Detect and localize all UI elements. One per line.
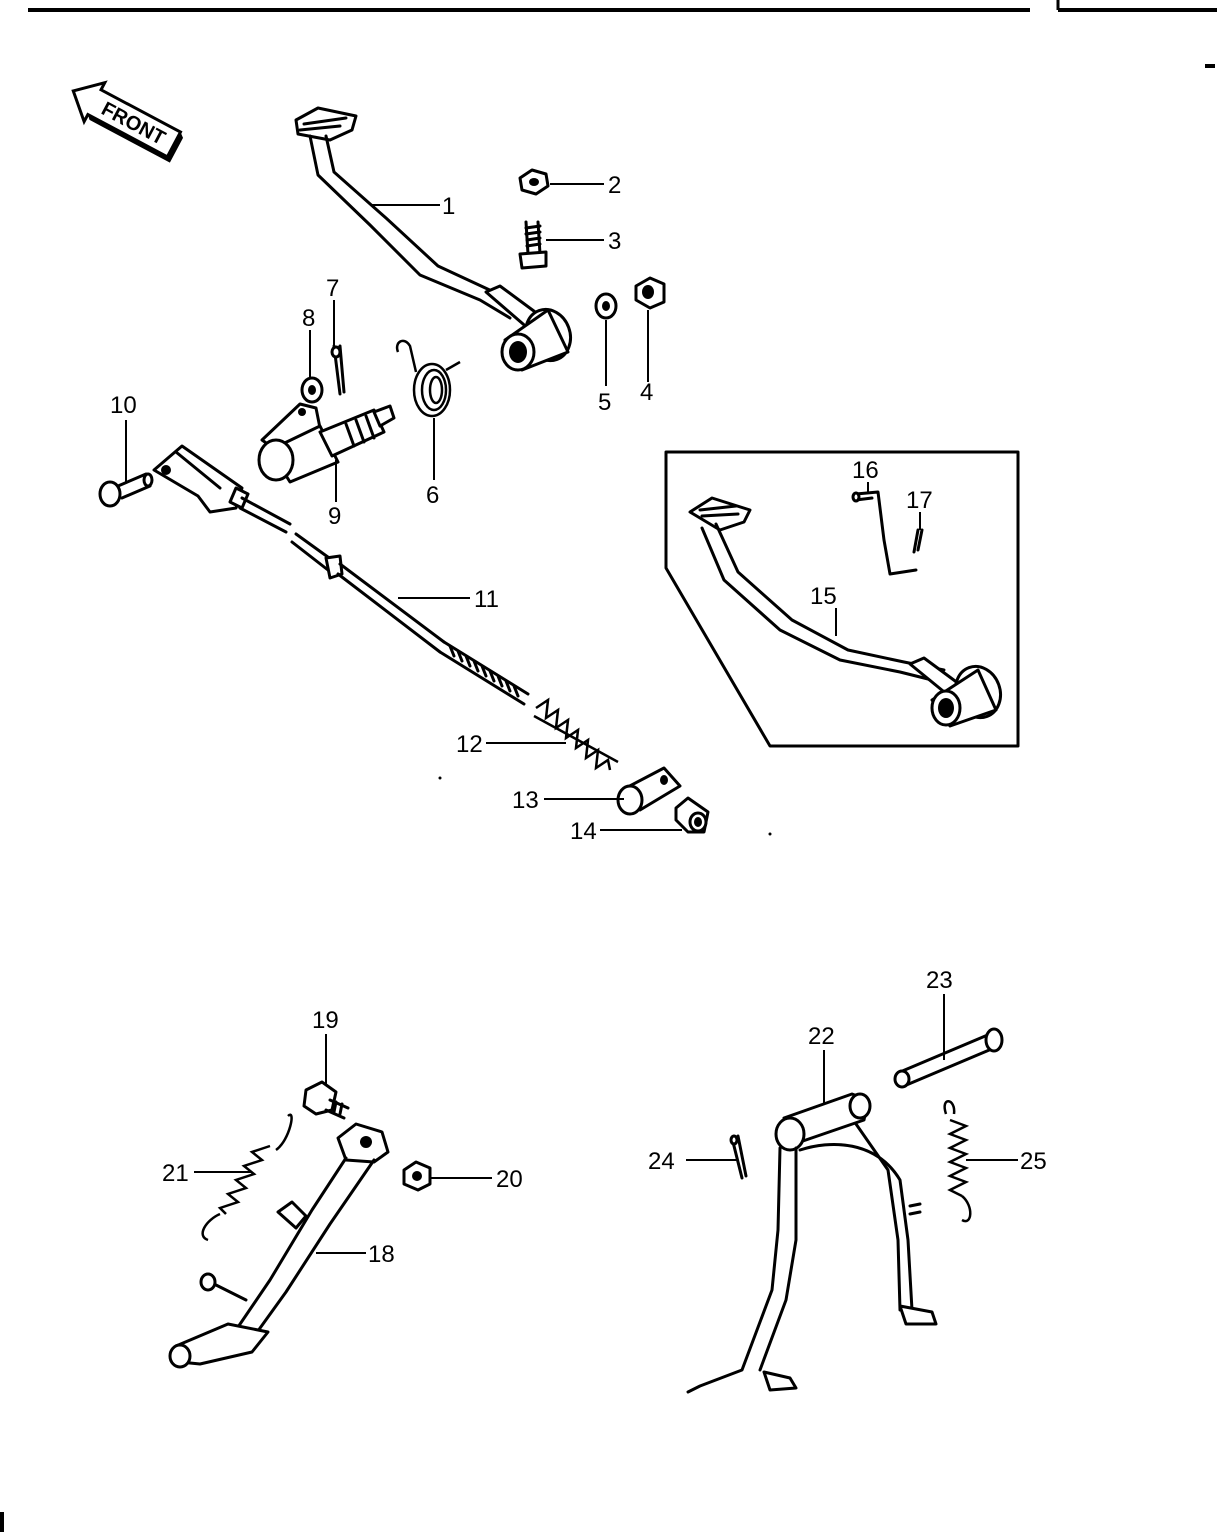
- callout-3: 3: [608, 228, 621, 255]
- brake-pedal: [294, 106, 573, 372]
- brake-pedal-15: [688, 496, 1003, 728]
- callout-8: 8: [302, 305, 315, 332]
- extension-spring-21: [201, 1113, 293, 1242]
- leader-lines: [125, 183, 1018, 1254]
- callout-4: 4: [640, 379, 653, 406]
- clevis-pin-10: [98, 472, 154, 508]
- callout-15: 15: [810, 583, 837, 610]
- torsion-spring-6: [395, 339, 461, 418]
- nut-2: [518, 168, 550, 196]
- callout-2: 2: [608, 172, 621, 199]
- washer-8: [300, 376, 324, 404]
- callout-20: 20: [496, 1166, 523, 1193]
- callout-25: 25: [1020, 1148, 1047, 1175]
- side-stand-18: [168, 1122, 390, 1369]
- cotter-pin-17: [912, 528, 924, 554]
- callout-9: 9: [328, 503, 341, 530]
- extension-spring-25: [943, 1100, 972, 1223]
- pivot-shaft-23: [893, 1027, 1004, 1089]
- callout-5: 5: [598, 389, 611, 416]
- trunnion-13: [616, 766, 682, 816]
- center-stand-22: [686, 1092, 938, 1394]
- callout-11: 11: [474, 586, 499, 613]
- compression-spring-12: [533, 697, 619, 771]
- callout-1: 1: [442, 193, 455, 220]
- callout-17: 17: [906, 487, 933, 514]
- callout-23: 23: [926, 967, 953, 994]
- cotter-pin-7: [330, 344, 346, 396]
- callout-18: 18: [368, 1241, 395, 1268]
- callout-21: 21: [162, 1160, 189, 1187]
- scan-specks: [438, 776, 772, 836]
- bolt-3: [518, 220, 548, 270]
- brake-rod-11: [152, 444, 530, 706]
- brake-shaft-9: [257, 402, 396, 484]
- nut-20: [402, 1160, 432, 1192]
- callout-labels: 1 2 3 4 5 6 7 8 9 10 11 12 13 14 15 16 1…: [110, 172, 1047, 1268]
- adjusting-nut-14: [674, 796, 710, 834]
- bolt-19: [302, 1080, 350, 1120]
- callout-7: 7: [326, 275, 339, 302]
- callout-6: 6: [426, 482, 439, 509]
- callout-12: 12: [456, 731, 483, 758]
- front-arrow: FRONT: [71, 80, 184, 163]
- callout-22: 22: [808, 1023, 835, 1050]
- callout-13: 13: [512, 787, 539, 814]
- cotter-pin-24: [729, 1134, 748, 1180]
- cap-nut-4: [634, 276, 666, 310]
- callout-14: 14: [570, 818, 597, 845]
- inset-frame: [664, 450, 1020, 748]
- callout-10: 10: [110, 392, 137, 419]
- callout-19: 19: [312, 1007, 339, 1034]
- pin-16: [851, 490, 918, 576]
- callout-24: 24: [648, 1148, 675, 1175]
- washer-5: [594, 292, 618, 320]
- callout-16: 16: [852, 457, 879, 484]
